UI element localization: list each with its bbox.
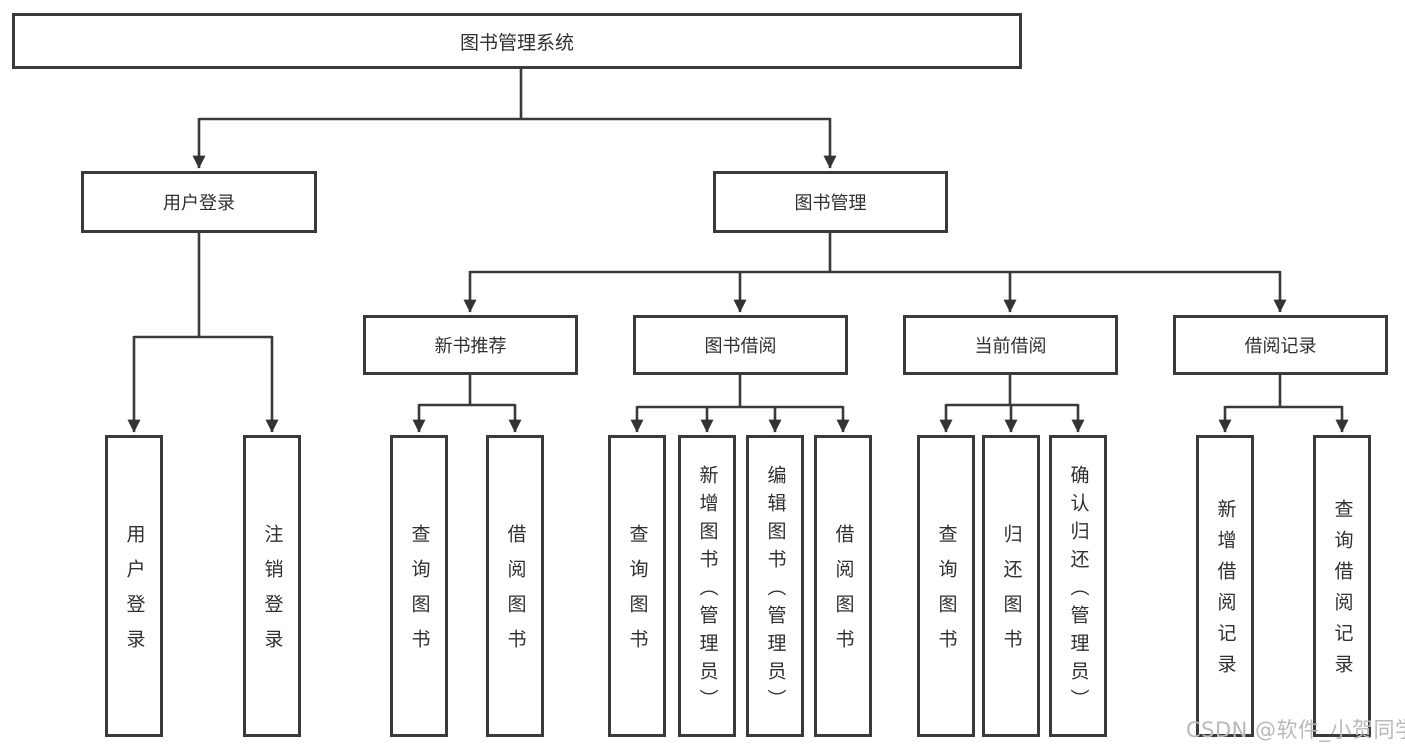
node-label: 新增借阅记录 <box>1214 499 1237 685</box>
node-confirm-return-admin: 确认归还（管理员） <box>1049 435 1107 737</box>
node-book-borrowing: 图书借阅 <box>633 315 848 375</box>
node-label: 查询图书 <box>408 524 431 664</box>
node-label: 新书推荐 <box>434 336 507 357</box>
node-query-books-current: 查询图书 <box>917 435 975 737</box>
node-new-book-recommendation: 新书推荐 <box>363 315 578 375</box>
node-label: 归还图书 <box>1000 524 1023 664</box>
node-return-books: 归还图书 <box>982 435 1040 737</box>
node-label: 图书管理系统 <box>459 31 574 54</box>
node-label: 借阅记录 <box>1244 336 1317 357</box>
node-label: 编辑图书（管理员） <box>764 464 787 717</box>
node-label: 借阅图书 <box>504 524 527 664</box>
node-label: 用户登录 <box>123 524 146 664</box>
node-label: 当前借阅 <box>974 336 1047 357</box>
node-label: 确认归还（管理员） <box>1067 464 1090 717</box>
node-query-borrow-record: 查询借阅记录 <box>1313 435 1371 737</box>
node-add-books-admin: 新增图书（管理员） <box>678 435 736 737</box>
node-label: 借阅图书 <box>832 524 855 664</box>
node-book-management: 图书管理 <box>713 171 948 233</box>
node-user-login: 用户登录 <box>105 435 163 737</box>
node-logout-login: 注销登录 <box>243 435 301 737</box>
node-current-borrowing: 当前借阅 <box>903 315 1118 375</box>
node-label: 注销登录 <box>261 524 284 664</box>
node-borrowing-records: 借阅记录 <box>1173 315 1388 375</box>
node-label: 查询借阅记录 <box>1331 499 1354 685</box>
watermark: CSDN @软件_小贺同学 <box>1186 718 1405 742</box>
node-label: 查询图书 <box>626 524 649 664</box>
node-borrow-books-recommend: 借阅图书 <box>486 435 544 737</box>
node-library-management-system: 图书管理系统 <box>12 13 1022 69</box>
node-label: 查询图书 <box>935 524 958 664</box>
node-query-books-recommend: 查询图书 <box>390 435 448 737</box>
node-borrow-books: 借阅图书 <box>814 435 872 737</box>
node-label: 图书管理 <box>794 193 867 214</box>
node-label: 图书借阅 <box>704 336 777 357</box>
node-query-books-borrowing: 查询图书 <box>608 435 666 737</box>
node-label: 用户登录 <box>163 193 235 214</box>
node-add-borrow-record: 新增借阅记录 <box>1196 435 1254 737</box>
node-label: 新增图书（管理员） <box>696 464 719 717</box>
node-edit-books-admin: 编辑图书（管理员） <box>746 435 804 737</box>
node-user-login-branch: 用户登录 <box>81 171 317 233</box>
